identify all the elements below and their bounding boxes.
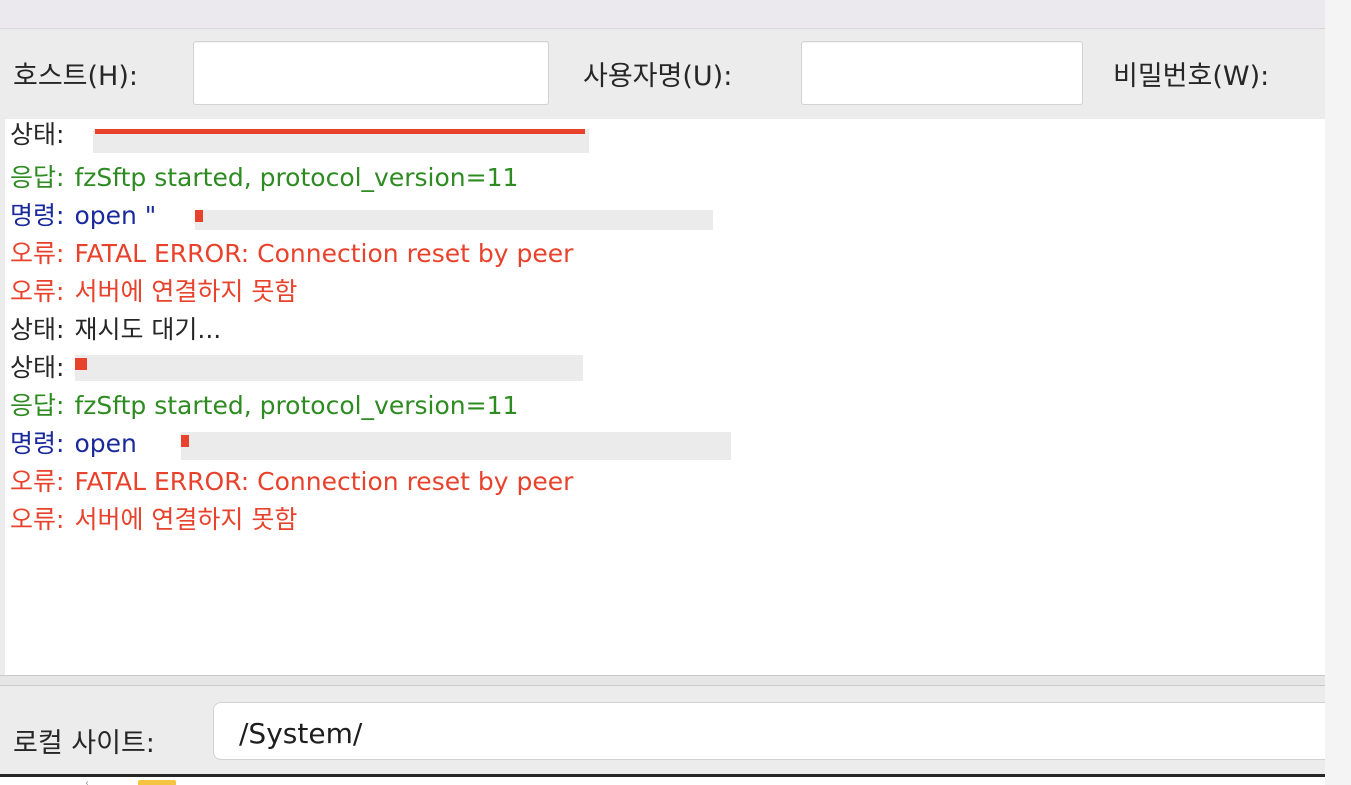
host-label: 호스트(H): bbox=[13, 61, 138, 92]
username-input[interactable] bbox=[801, 41, 1083, 105]
log-prefix: 상태: bbox=[10, 353, 65, 382]
window-edge bbox=[1325, 0, 1351, 785]
log-prefix: 상태: bbox=[10, 315, 65, 344]
redaction-mark bbox=[195, 210, 203, 222]
log-prefix: 상태: bbox=[10, 120, 65, 149]
local-site-bar: 로컬 사이트: /System/ bbox=[0, 686, 1325, 774]
log-line: 상태: 재시도 대기... bbox=[10, 314, 221, 346]
log-message: open bbox=[74, 429, 137, 458]
log-line: 응답: fzSftp started, protocol_version=11 bbox=[10, 390, 518, 422]
redaction-mark bbox=[75, 358, 87, 370]
log-line: 응답: fzSftp started, protocol_version=11 bbox=[10, 162, 518, 194]
log-message: fzSftp started, protocol_version=11 bbox=[74, 163, 519, 192]
log-message: FATAL ERROR: Connection reset by peer bbox=[74, 467, 574, 496]
log-message: fzSftp started, protocol_version=11 bbox=[74, 391, 519, 420]
log-message: FATAL ERROR: Connection reset by peer bbox=[74, 239, 574, 268]
log-message: 서버에 연결하지 못함 bbox=[74, 505, 298, 534]
log-prefix: 오류: bbox=[10, 467, 65, 496]
tree-top-border bbox=[0, 774, 1325, 777]
redaction-bar bbox=[181, 432, 731, 460]
log-prefix: 오류: bbox=[10, 277, 65, 306]
local-site-label: 로컬 사이트: bbox=[13, 728, 155, 759]
log-line: 상태: bbox=[10, 352, 74, 384]
redaction-bar bbox=[75, 355, 583, 381]
toolbar-edge bbox=[0, 0, 1325, 29]
local-site-path-value: /System/ bbox=[239, 717, 363, 750]
log-prefix: 오류: bbox=[10, 505, 65, 534]
log-message: 재시도 대기... bbox=[74, 315, 222, 344]
log-message: 서버에 연결하지 못함 bbox=[74, 277, 298, 306]
message-log[interactable]: 상태: 응답: fzSftp started, protocol_version=… bbox=[5, 119, 1325, 675]
log-prefix: 응답: bbox=[10, 163, 65, 192]
folder-icon bbox=[138, 780, 176, 785]
redaction-mark bbox=[181, 435, 189, 447]
log-prefix: 명령: bbox=[10, 429, 65, 458]
quickconnect-bar: 호스트(H): 사용자명(U): 비밀번호(W): bbox=[0, 29, 1325, 119]
log-line: 오류: 서버에 연결하지 못함 bbox=[10, 276, 297, 308]
pane-splitter[interactable] bbox=[0, 675, 1325, 686]
local-tree-peek bbox=[0, 777, 1325, 785]
username-label: 사용자명(U): bbox=[583, 61, 733, 92]
log-prefix: 오류: bbox=[10, 239, 65, 268]
log-prefix: 명령: bbox=[10, 201, 65, 230]
log-line: 명령: open " bbox=[10, 200, 156, 232]
log-message: open " bbox=[74, 201, 157, 230]
log-line: 명령: open bbox=[10, 428, 137, 460]
log-line: 오류: 서버에 연결하지 못함 bbox=[10, 504, 297, 536]
log-line: 오류: FATAL ERROR: Connection reset by peer bbox=[10, 238, 573, 270]
log-line: 오류: FATAL ERROR: Connection reset by peer bbox=[10, 466, 573, 498]
redaction-bar bbox=[195, 210, 713, 230]
password-label: 비밀번호(W): bbox=[1113, 61, 1270, 92]
redaction-mark bbox=[95, 129, 585, 134]
log-prefix: 응답: bbox=[10, 391, 65, 420]
local-site-path-input[interactable]: /System/ bbox=[213, 702, 1325, 760]
log-line: 상태: bbox=[10, 119, 74, 151]
host-input[interactable] bbox=[193, 41, 549, 105]
chevron-icon[interactable]: ‹ bbox=[85, 778, 89, 785]
